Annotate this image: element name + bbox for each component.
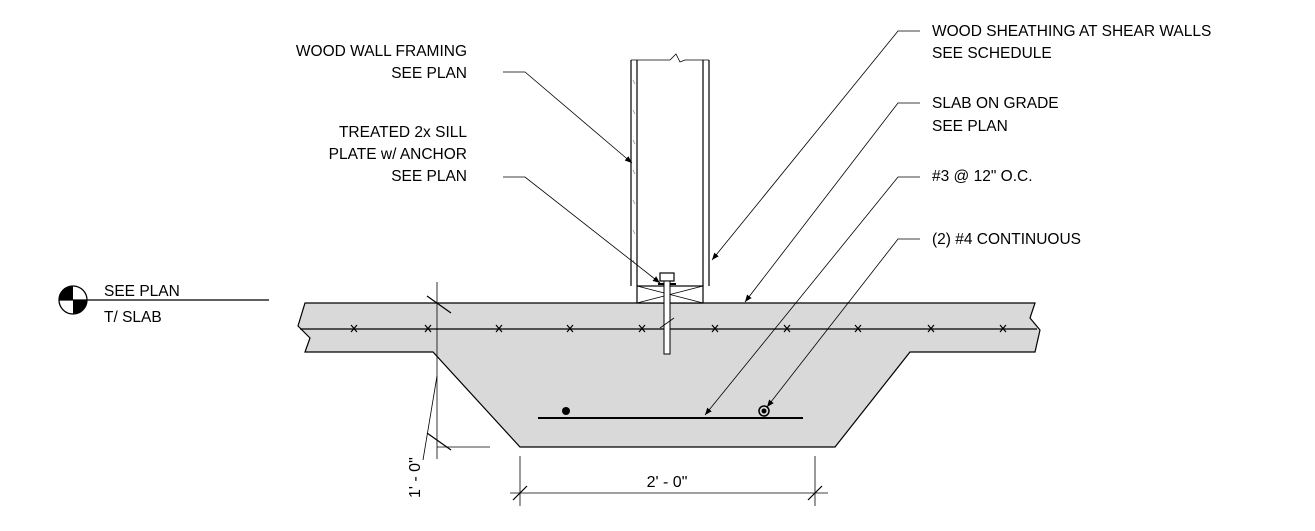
concrete-slab-footing (297, 302, 1041, 448)
label-rebar-ties: #3 @ 12" O.C. (932, 168, 1033, 185)
dimension-width (510, 456, 828, 506)
label-sill-plate-3: SEE PLAN (391, 168, 467, 185)
wall-framing (630, 53, 710, 286)
rebar-dot-left (562, 407, 570, 415)
leader-lines (503, 30, 920, 416)
label-sill-plate-1: TREATED 2x SILL (339, 124, 467, 141)
dimension-depth-label: 1' - 0" (407, 457, 424, 498)
label-wall-framing-2: SEE PLAN (391, 65, 467, 82)
label-sheathing-1: WOOD SHEATHING AT SHEAR WALLS (932, 23, 1211, 40)
slab-rebar-ties (350, 324, 1007, 333)
rebar-dot-right (758, 405, 770, 417)
elevation-label-top: SEE PLAN (104, 283, 180, 300)
label-slab-1: SLAB ON GRADE (932, 95, 1059, 112)
label-rebar-continuous: (2) #4 CONTINUOUS (932, 231, 1081, 248)
rebar-dot-right-core (761, 408, 767, 414)
dimension-width-label: 2' - 0" (647, 474, 688, 491)
label-slab-2: SEE PLAN (932, 118, 1008, 135)
dimension-depth (422, 282, 490, 461)
label-sill-plate-2: PLATE w/ ANCHOR (329, 146, 467, 163)
label-wall-framing-1: WOOD WALL FRAMING (296, 43, 467, 60)
elevation-label-bottom: T/ SLAB (104, 309, 162, 326)
label-sheathing-2: SEE SCHEDULE (932, 45, 1052, 62)
anchor-bolt (658, 272, 676, 355)
elevation-marker (58, 285, 269, 315)
